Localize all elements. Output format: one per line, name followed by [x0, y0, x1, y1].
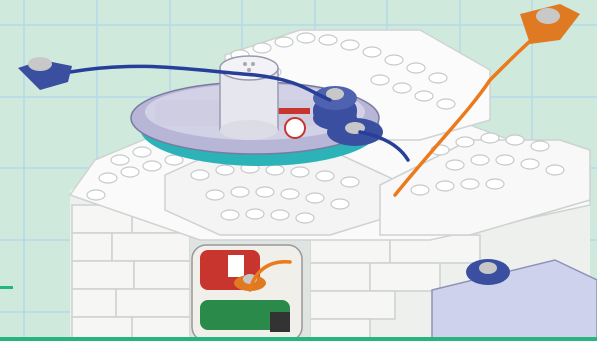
battery-holder-icon	[192, 245, 302, 341]
accent-line	[0, 286, 13, 289]
snap-connector-icon	[520, 4, 580, 44]
snap-connector-icon	[18, 57, 72, 90]
bottom-rule	[0, 337, 597, 341]
